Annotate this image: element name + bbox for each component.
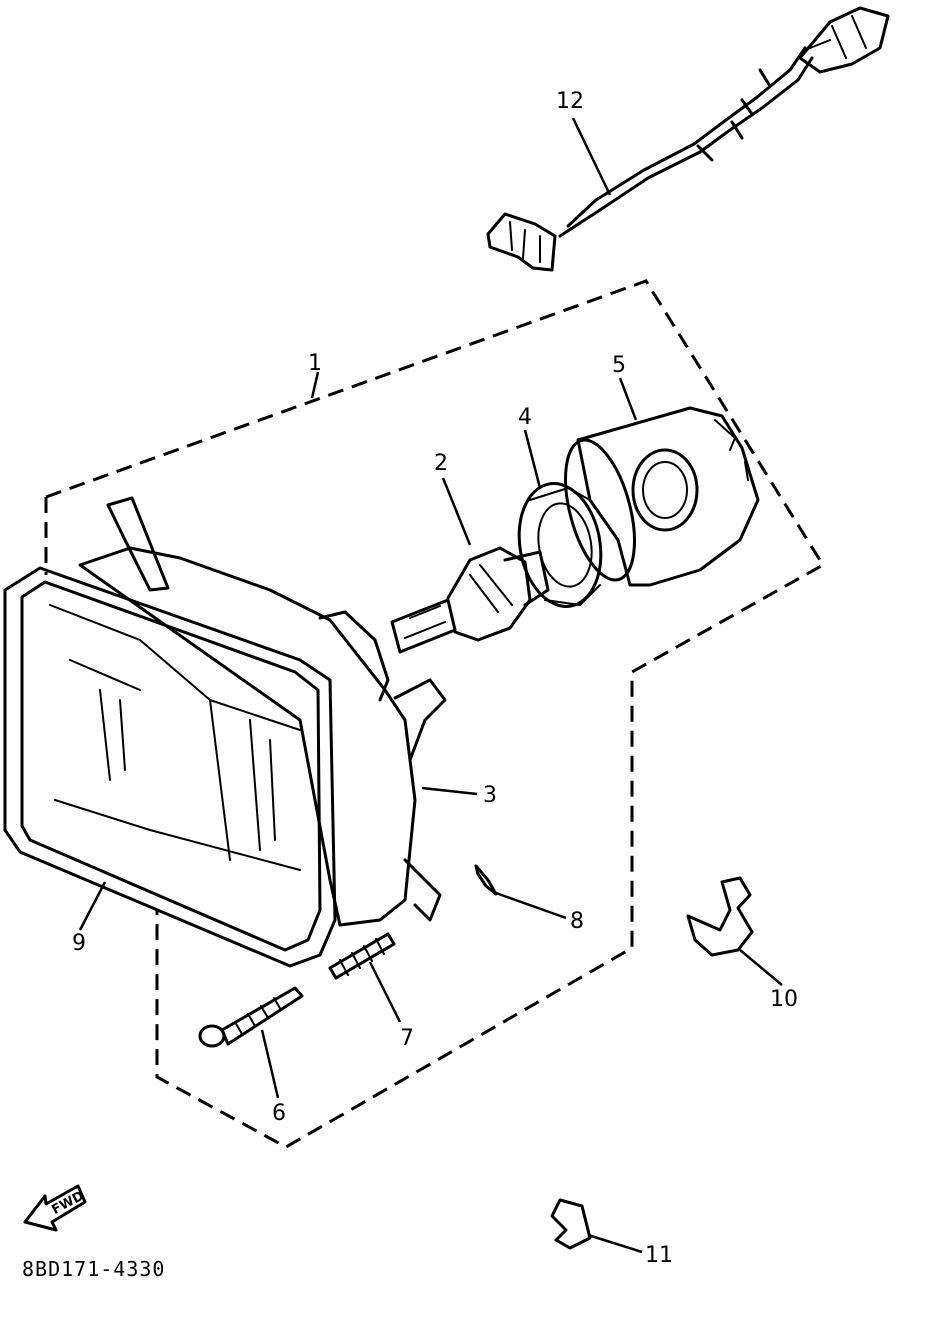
- cable-clamp: [686, 876, 754, 957]
- adjusting-spring: [328, 932, 396, 980]
- socket-cover: [564, 406, 760, 587]
- bulb-retainer: [517, 482, 603, 608]
- wire-harness: [486, 6, 890, 272]
- callout-10: 10: [770, 987, 798, 1012]
- leader-lines: [78, 117, 783, 1254]
- small-clip: [550, 1198, 592, 1250]
- callout-7: 7: [400, 1026, 414, 1051]
- callout-8: 8: [570, 909, 584, 934]
- adjusting-screw: [198, 986, 304, 1048]
- callout-9: 9: [72, 931, 86, 956]
- callout-1: 1: [308, 351, 322, 376]
- callout-6: 6: [272, 1101, 286, 1126]
- callout-4: 4: [518, 405, 532, 430]
- forward-arrow-icon: FWD: [23, 1184, 87, 1232]
- callout-11: 11: [645, 1243, 673, 1268]
- callout-5: 5: [612, 353, 626, 378]
- callout-3: 3: [483, 783, 497, 808]
- halogen-bulb: [390, 546, 550, 654]
- retaining-clip: [474, 864, 498, 896]
- callout-2: 2: [434, 451, 448, 476]
- drawing-code: 8BD171-4330: [22, 1257, 165, 1281]
- callout-12: 12: [556, 89, 584, 114]
- assembly-boundary: [44, 279, 826, 1149]
- headlight-housing: [78, 496, 447, 927]
- headlight-rim: [3, 566, 337, 968]
